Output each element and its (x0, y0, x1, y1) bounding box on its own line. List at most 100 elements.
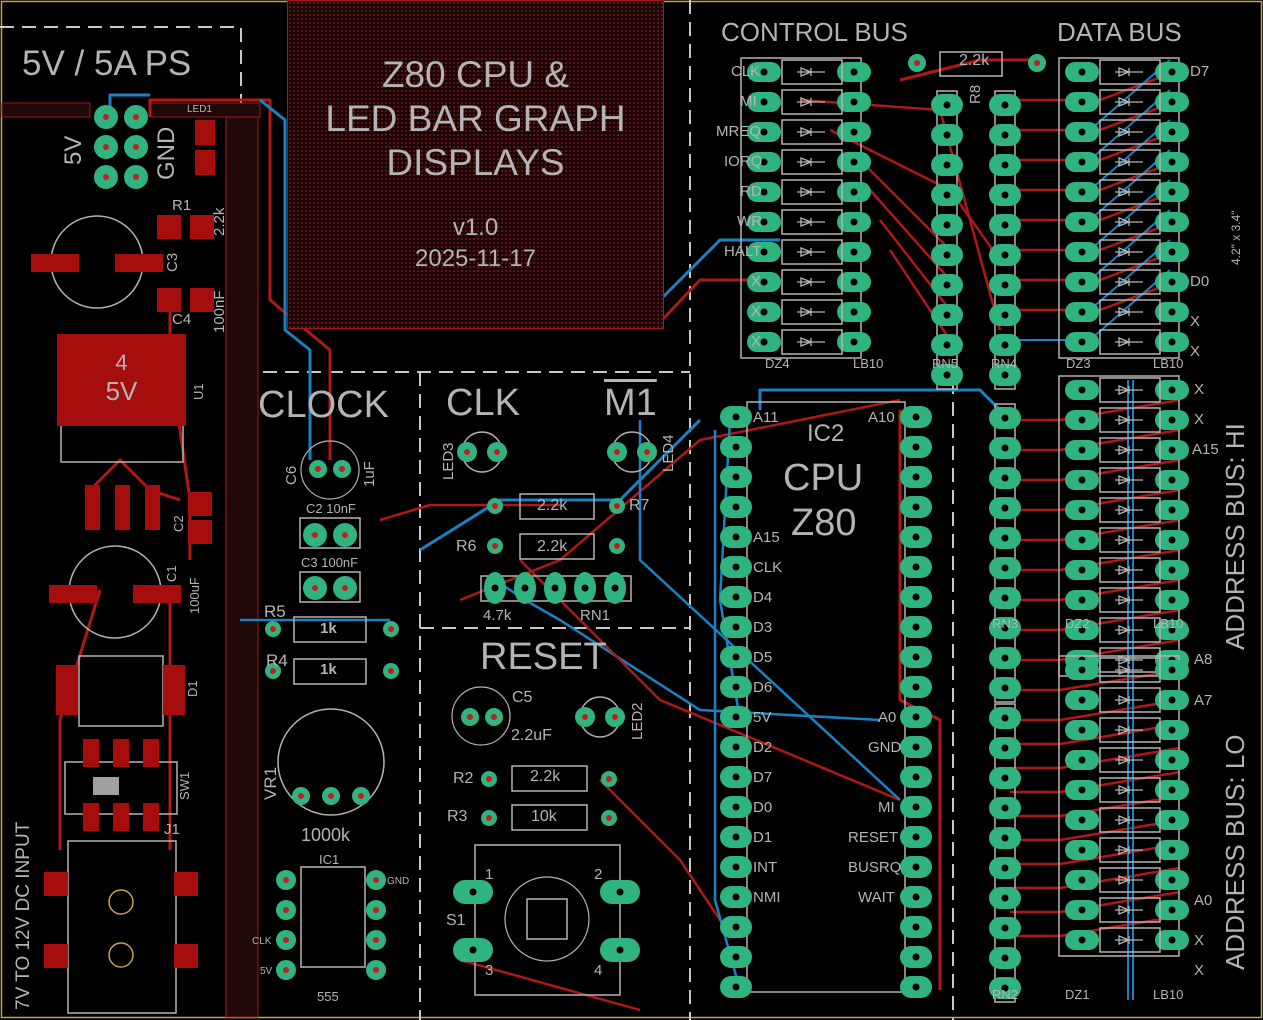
c3-pad (31, 254, 79, 272)
via-dot (283, 967, 289, 973)
j1-pad (174, 944, 198, 968)
diode-icon (1115, 247, 1143, 257)
via-dot (270, 626, 276, 632)
control-signal-label: MI (740, 93, 757, 110)
drill-hole (1078, 218, 1086, 226)
via-dot (373, 907, 379, 913)
drill-hole (850, 98, 858, 106)
sw1-pin (143, 803, 159, 831)
address-lo-bit-label: X (1194, 932, 1205, 949)
r3-value: 10k (531, 808, 557, 825)
vr1-value: 1000k (301, 825, 351, 845)
c4-label: C4 (172, 311, 192, 328)
diode-icon (1115, 875, 1143, 885)
led1-pad (195, 150, 215, 175)
data-bargraph-segment (1099, 239, 1161, 265)
control-bargraph-segment (781, 209, 843, 235)
drill-hole (1001, 684, 1009, 692)
drill-hole (1168, 566, 1176, 574)
control-bargraph-segment (781, 149, 843, 175)
address-hi-bargraph-segment (1099, 587, 1161, 613)
drill-hole (760, 128, 768, 136)
via-dot (342, 585, 348, 591)
address-lo-bargraph-segment (1099, 747, 1161, 773)
control-bargraph-segment (781, 239, 843, 265)
c3-clock-label: C3 100nF (301, 555, 359, 570)
drill-hole (1168, 128, 1176, 136)
rn3-label: RN3 (992, 616, 1019, 631)
r1-pad (190, 215, 214, 239)
keepout-zones (1, 102, 261, 1018)
via-dot (283, 907, 289, 913)
cpu-right-pin-label: GND (868, 739, 902, 756)
address-lo-label: ADDRESS BUS: LO (1220, 734, 1250, 970)
drill-hole (1001, 924, 1009, 932)
u1-pin (145, 485, 160, 530)
data-bargraph-outline (1058, 57, 1180, 359)
via-dot (486, 776, 492, 782)
date-label: 2025-11-17 (415, 245, 536, 272)
d1-label: D1 (185, 680, 200, 697)
trace (1010, 866, 1181, 890)
diode-icon (1115, 337, 1143, 347)
dz4-label: DZ4 (765, 356, 790, 371)
address-lo-bargraph-segment (1099, 837, 1161, 863)
drill-hole (850, 158, 858, 166)
address-lo-bargraph-segment (1099, 927, 1161, 953)
drill-hole (943, 131, 951, 139)
drill-hole (1168, 756, 1176, 764)
drill-hole (1001, 594, 1009, 602)
drill-hole (912, 923, 920, 931)
diode-icon (1115, 415, 1143, 425)
via-dot (467, 714, 473, 720)
drill-hole (611, 584, 619, 592)
drill-hole (1078, 416, 1086, 424)
s1-label: S1 (446, 912, 466, 929)
diode-icon (1115, 785, 1143, 795)
data-bus-label: DATA BUS (1057, 17, 1182, 47)
drill-hole (1078, 158, 1086, 166)
m1-led-label: M1 (604, 382, 657, 424)
address-hi-bit-label: X (1194, 381, 1205, 398)
diode-icon (1115, 445, 1143, 455)
trace (58, 589, 102, 850)
trace (1010, 746, 1181, 770)
drill-hole (732, 443, 740, 451)
control-signal-label: X (751, 303, 762, 320)
drill-hole (1078, 446, 1086, 454)
address-hi-bit-label: A8 (1194, 651, 1213, 668)
drill-hole (943, 371, 951, 379)
drill-hole (732, 563, 740, 571)
address-hi-bargraph-segment (1099, 437, 1161, 463)
control-bargraph-segment (781, 59, 843, 85)
drill-hole (1001, 714, 1009, 722)
control-signal-label: RD (740, 183, 762, 200)
r7-label: R7 (629, 497, 650, 514)
address-hi-bit-label: A15 (1192, 441, 1219, 458)
trace (799, 98, 1002, 331)
c4-pad (157, 288, 181, 312)
address-lo-bargraph-segment (1099, 657, 1161, 683)
cpu-left-pin-label: D3 (753, 619, 773, 636)
u1-value: 5V (105, 376, 138, 406)
drill-hole (1168, 158, 1176, 166)
data-bargraph-segment (1099, 179, 1161, 205)
drill-hole (850, 218, 858, 226)
r2-outline (511, 765, 588, 792)
diode-icon (797, 277, 825, 287)
rn5-label: RN5 (932, 356, 959, 371)
drill-hole (732, 473, 740, 481)
sw1-pin (113, 803, 129, 831)
address-lo-bargraph-outline (1058, 655, 1180, 957)
via-dot (339, 466, 345, 472)
r8-label: R8 (967, 84, 984, 104)
drill-hole (1001, 894, 1009, 902)
drill-hole (760, 248, 768, 256)
drill-hole (760, 308, 768, 316)
diode-icon (1115, 385, 1143, 395)
rn2-outline (994, 703, 1016, 1003)
via-dot (133, 174, 139, 180)
diode-icon (797, 127, 825, 137)
drill-hole (1078, 786, 1086, 794)
via-dot (606, 815, 612, 821)
